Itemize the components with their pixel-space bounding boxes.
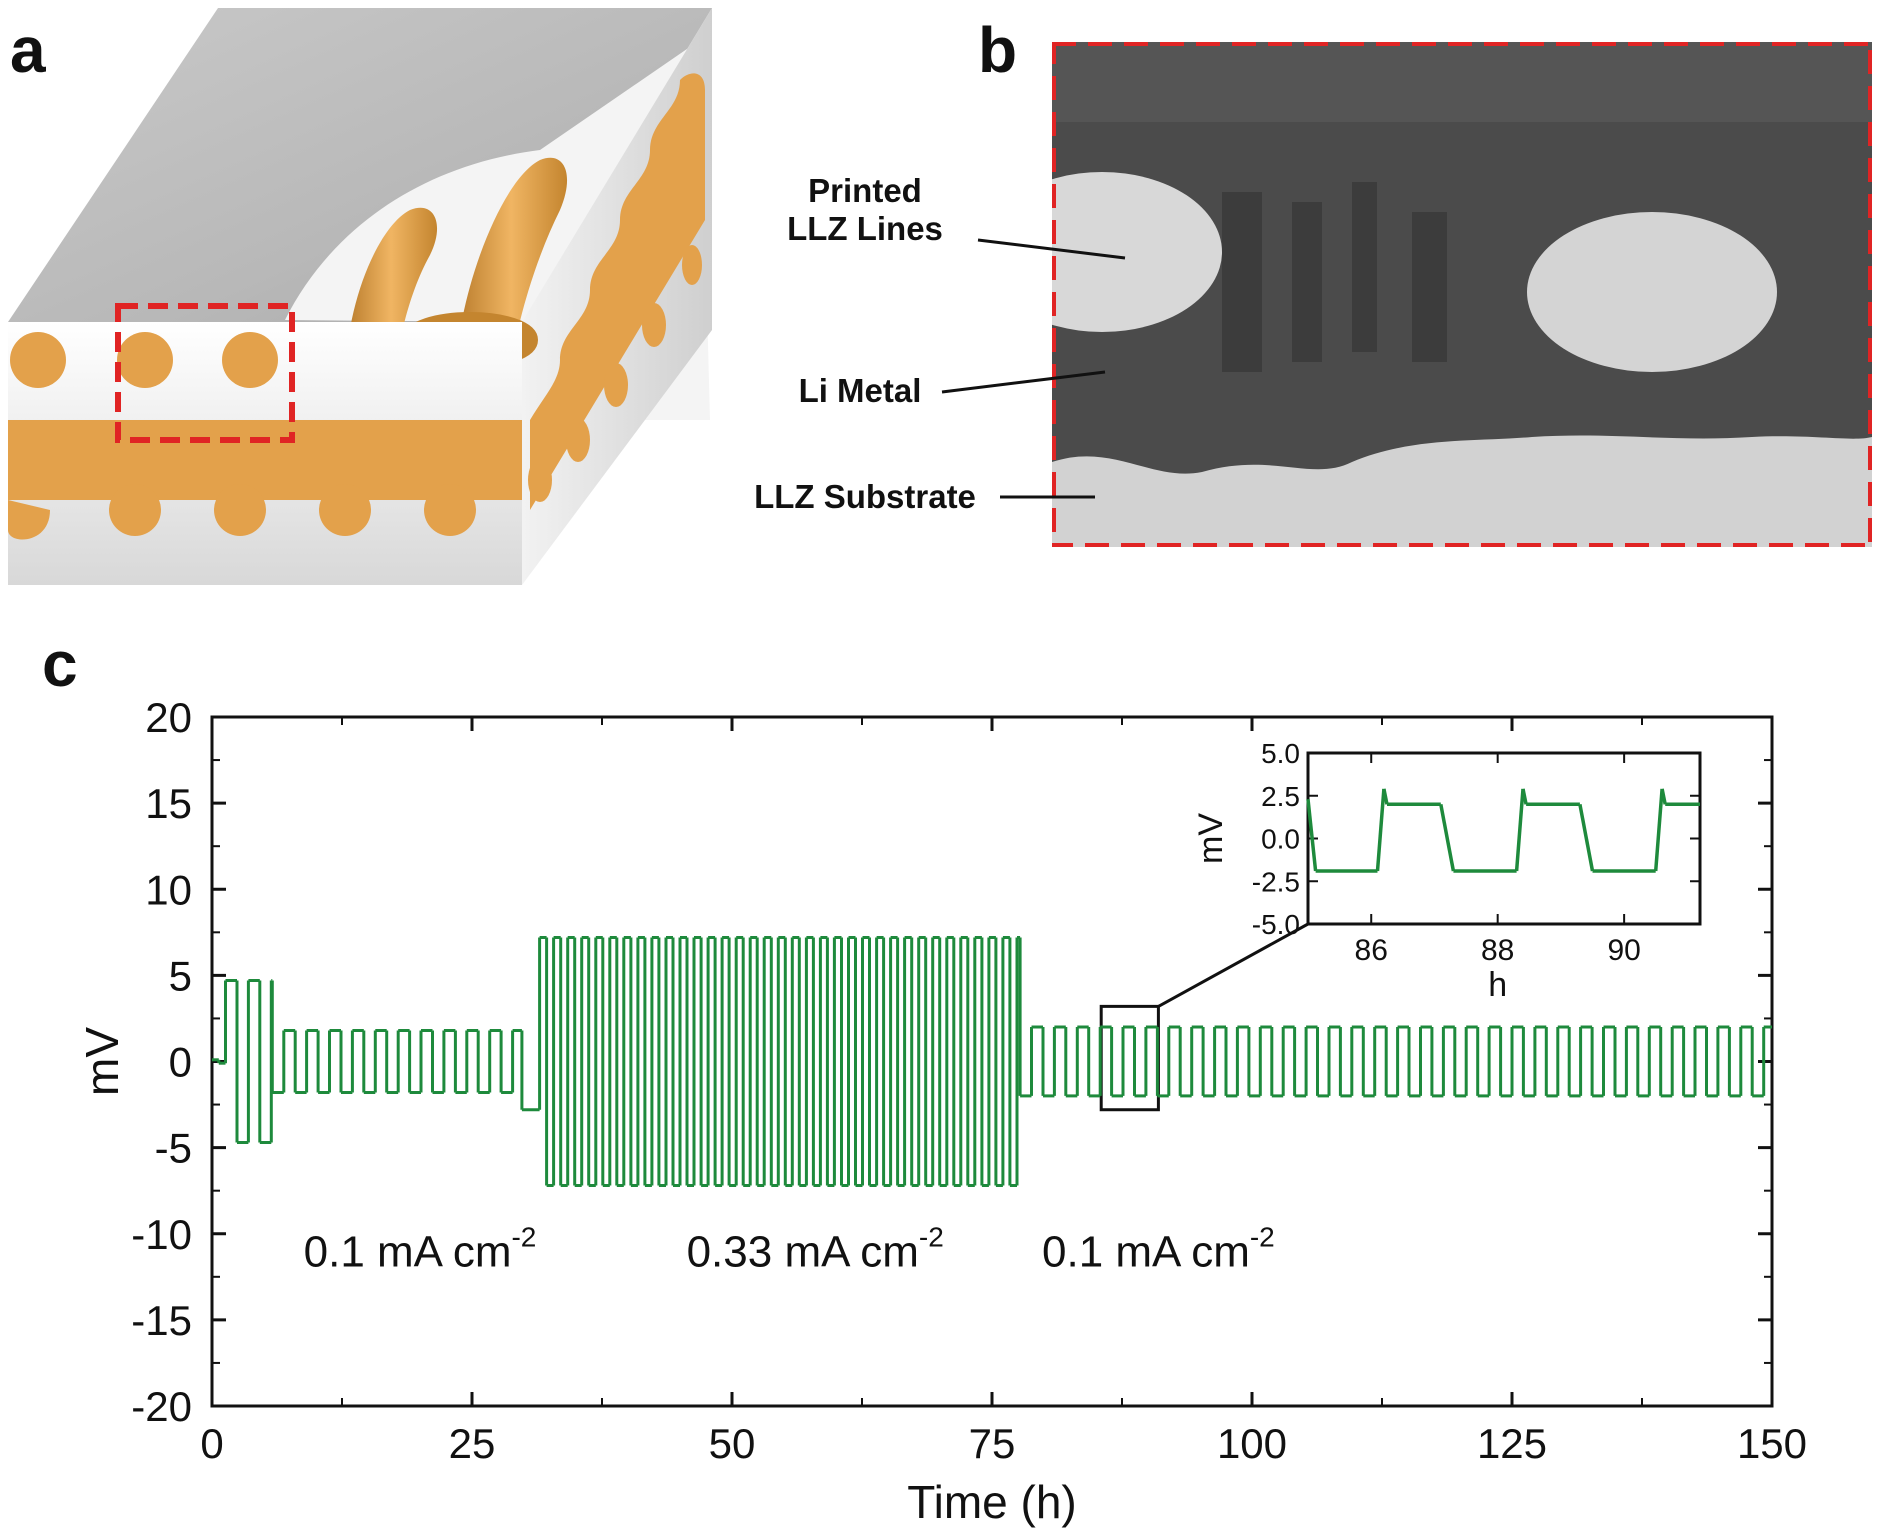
inset-y-tick-label: -5.0 [1252,909,1300,940]
label-llz-substrate: LLZ Substrate [754,478,976,515]
zoom-connector [1157,922,1309,1008]
panel-a-letter: a [10,14,46,86]
zoom-box [1099,1004,1160,1112]
y-tick-label: -15 [131,1297,192,1344]
zoom-region-box [115,303,295,443]
inset-trace-segment [1653,788,1664,872]
x-tick-label: 25 [449,1420,496,1467]
y-axis-label: mV [76,1027,128,1096]
x-axis-label: Time (h) [907,1476,1077,1528]
panel-a-schematic [8,8,712,585]
panel-c-letter: c [42,628,78,700]
y-tick-label: -20 [131,1383,192,1430]
x-tick-label: 0 [200,1420,223,1467]
y-tick-label: 5 [169,952,192,999]
inset-y-tick-label: 5.0 [1261,738,1300,769]
label-printed-llz-lines: Printed LLZ Lines [787,172,943,247]
inset-x-tick-label: 86 [1355,934,1388,967]
y-tick-label: 20 [145,694,192,741]
side-gold-wave [530,73,705,510]
inset-trace-segment [1382,788,1389,805]
inset-x-tick-label: 88 [1481,934,1514,967]
current-density-label: 0.33 mA cm-2 [687,1221,944,1276]
inset-y-tick-label: 0.0 [1261,824,1300,855]
y-tick-label: 0 [169,1039,192,1086]
inset-y-tick-label: 2.5 [1261,781,1300,812]
rod-cross-sections [10,332,278,388]
x-tick-label: 75 [969,1420,1016,1467]
label-li-metal: Li Metal [798,372,922,409]
inset-x-axis-label: h [1488,966,1507,1004]
y-tick-label: -5 [155,1125,192,1172]
x-tick-label: 100 [1217,1420,1287,1467]
inset-trace-segment [1375,788,1386,872]
inset-y-tick-label: -2.5 [1252,866,1300,897]
llz-substrate [1052,435,1872,547]
inset-trace-segment [1521,788,1528,805]
inset-chart: 86 88 90 5.0 2.5 0.0 -2.5 -5.0 h mV [1157,738,1702,1008]
inset-trace-segment [1514,788,1525,872]
inset-trace-segment [1306,799,1318,872]
inset-trace-segment [1578,803,1595,872]
inset-frame [1306,751,1702,926]
gold-bumps [8,484,476,540]
y-tick-label: 10 [145,866,192,913]
inset-trace [1306,788,1700,873]
llz-line-left [1052,172,1222,332]
panel-b-letter: b [978,14,1018,86]
side-circles [528,245,702,502]
x-tick-label: 125 [1477,1420,1547,1467]
inset-trace-segment [1660,788,1667,805]
x-tick-label: 50 [709,1420,756,1467]
voltage-trace [212,936,1772,1187]
y-tick-label: 15 [145,780,192,827]
llz-line-right [1527,212,1777,372]
x-tick-label: 150 [1737,1420,1807,1467]
panel-b-sem-image [1052,42,1872,547]
gold-layer [8,420,522,500]
inset-trace-segment [1439,803,1456,872]
y-tick-label: -10 [131,1211,192,1258]
current-density-label: 0.1 mA cm-2 [1042,1221,1275,1276]
current-density-label: 0.1 mA cm-2 [304,1221,537,1276]
inset-y-axis-label: mV [1192,813,1230,864]
inset-x-tick-label: 90 [1607,934,1640,967]
